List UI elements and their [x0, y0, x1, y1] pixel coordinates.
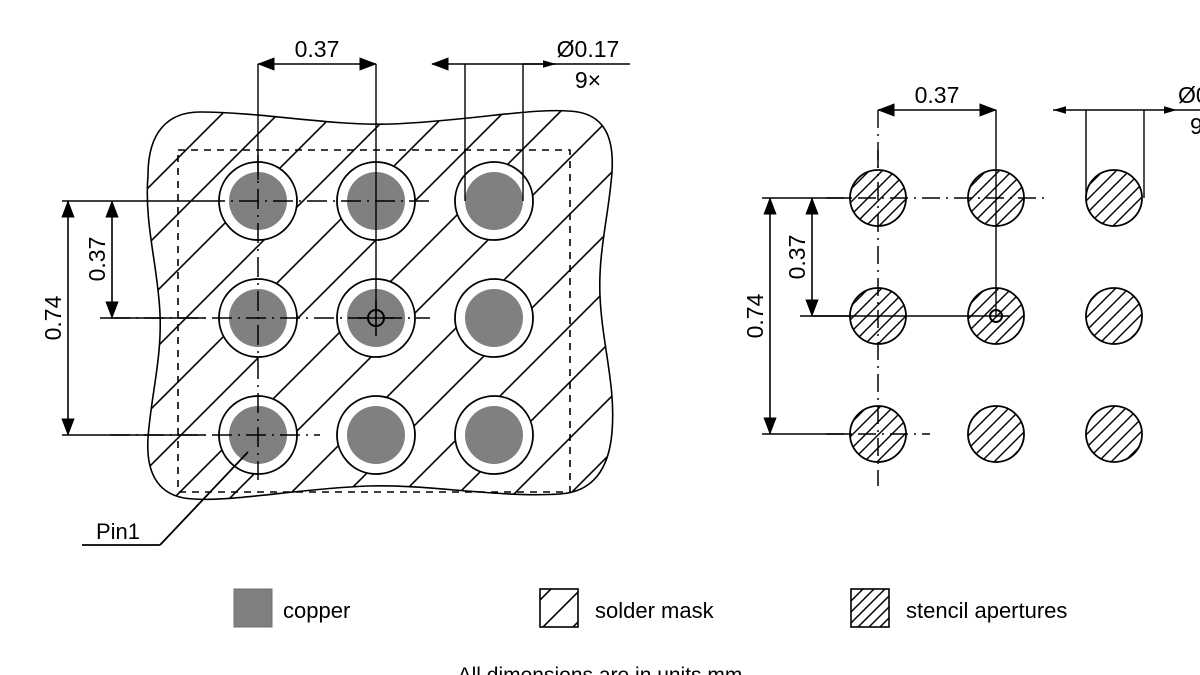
stencil-aperture-r3c3	[1085, 405, 1143, 463]
pad-group-r1c3	[454, 161, 534, 241]
pin1-marker: Pin1	[82, 451, 249, 546]
pin1-leader	[159, 451, 249, 546]
legend-item-stencil-apertures: stencil apertures	[850, 588, 1067, 628]
legend: copper solder mask stencil apertures	[233, 588, 1067, 628]
right-dimension-span-y-label: 0.74	[742, 293, 768, 338]
dimension-span-y: 0.74	[40, 200, 75, 436]
stencil-aperture-r3c2	[967, 405, 1025, 463]
right-dimension-pitch-x: 0.37	[877, 82, 997, 117]
drawing-caption: All dimensions are in units mm	[458, 664, 743, 675]
component-outline-dashed	[177, 149, 571, 493]
right-dimension-aperture-quantity-label: 9	[1190, 113, 1200, 139]
legend-label-copper: copper	[283, 598, 350, 623]
right-dimension-pitch-x-label: 0.37	[915, 82, 960, 108]
right-dimension-aperture-diameter: Ø0 9	[1053, 82, 1200, 139]
pad-group-r3c2	[336, 395, 416, 475]
pin1-label: Pin1	[96, 519, 140, 544]
dimension-pitch-x: 0.37	[257, 36, 377, 71]
dimension-pad-quantity-label: 9×	[575, 67, 601, 93]
right-dimension-pitch-y-label: 0.37	[784, 235, 810, 280]
copper-pad	[465, 289, 523, 347]
right-view-stencil-apertures: 0.37 Ø0 9 0.37	[742, 82, 1200, 486]
right-extension-lines-top	[877, 110, 1145, 316]
right-dimension-span-y: 0.74	[742, 197, 777, 435]
dimension-pitch-y: 0.37	[84, 200, 119, 319]
legend-label-solder-mask: solder mask	[595, 598, 715, 623]
right-dimension-aperture-diameter-label: Ø0	[1178, 82, 1200, 108]
stencil-aperture-r1c3	[1085, 169, 1143, 227]
pad-group-r3c3	[454, 395, 534, 475]
extension-lines-top	[257, 64, 524, 318]
copper-pad	[465, 406, 523, 464]
legend-label-stencil-apertures: stencil apertures	[906, 598, 1067, 623]
right-dimension-pitch-y: 0.37	[784, 197, 819, 317]
legend-item-solder-mask: solder mask	[539, 588, 715, 628]
solder-mask-swatch-icon	[539, 588, 579, 628]
copper-pad	[347, 406, 405, 464]
dimension-pad-diameter: Ø0.17 9×	[431, 36, 630, 93]
dimension-span-y-label: 0.74	[40, 295, 66, 340]
dimension-pitch-x-label: 0.37	[295, 36, 340, 62]
pad-group-r2c3	[454, 278, 534, 358]
dimension-pad-diameter-label: Ø0.17	[557, 36, 620, 62]
copper-swatch-icon	[233, 588, 273, 628]
left-view-copper-solder-mask: 0.37 Ø0.17 9× 0.37	[40, 36, 630, 546]
copper-pad	[465, 172, 523, 230]
right-extension-lines-left	[762, 197, 850, 435]
stencil-aperture-r2c3	[1085, 287, 1143, 345]
legend-item-copper: copper	[233, 588, 350, 628]
dimension-pitch-y-label: 0.37	[84, 237, 110, 282]
stencil-apertures-swatch-icon	[850, 588, 890, 628]
